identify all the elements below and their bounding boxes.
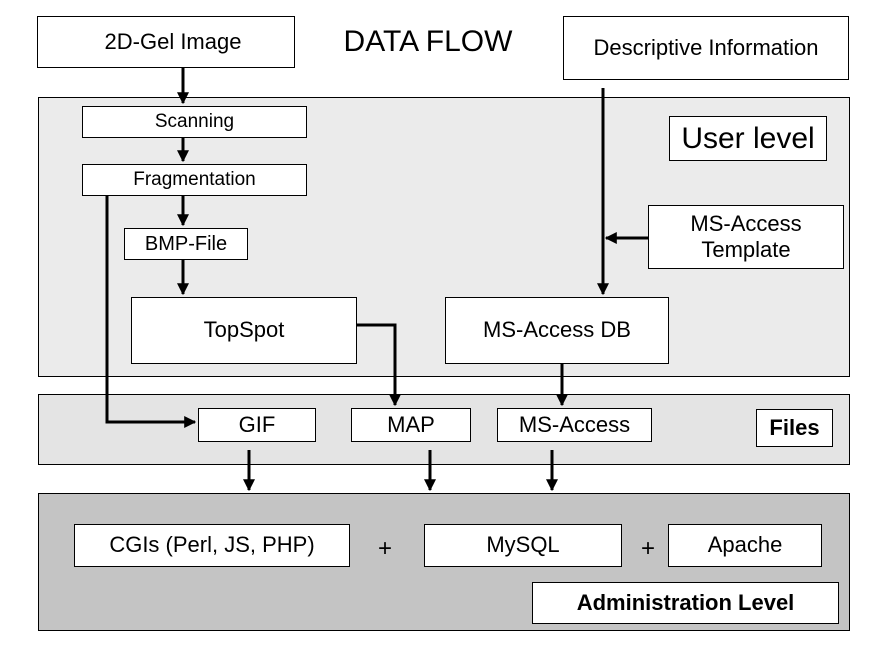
ms-access-db-box: MS-Access DB (445, 297, 669, 364)
map-box: MAP (351, 408, 471, 442)
user-level-label: User level (669, 116, 827, 161)
ms-access-template-box: MS-Access Template (648, 205, 844, 269)
ms-access-template-line1: MS-Access (690, 210, 802, 236)
ms-access-file-box: MS-Access (497, 408, 652, 442)
cgis-box: CGIs (Perl, JS, PHP) (74, 524, 350, 567)
bmp-file-box: BMP-File (124, 228, 248, 260)
apache-box: Apache (668, 524, 822, 567)
mysql-box: MySQL (424, 524, 622, 567)
plus-sign-2: + (640, 535, 655, 562)
files-label: Files (756, 409, 833, 447)
scanning-box: Scanning (82, 106, 307, 138)
gif-box: GIF (198, 408, 316, 442)
ms-access-template-line2: Template (701, 237, 791, 262)
arrow-topspot-to-map (357, 323, 401, 407)
arrow-fragmentation-to-gif (105, 196, 197, 428)
descriptive-information-box: Descriptive Information (563, 16, 849, 80)
topspot-box: TopSpot (131, 297, 357, 364)
fragmentation-box: Fragmentation (82, 164, 307, 196)
gel-image-box: 2D-Gel Image (37, 16, 295, 68)
plus-sign-1: + (377, 535, 392, 562)
diagram-title: DATA FLOW (343, 25, 513, 58)
administration-level-label: Administration Level (532, 582, 839, 624)
